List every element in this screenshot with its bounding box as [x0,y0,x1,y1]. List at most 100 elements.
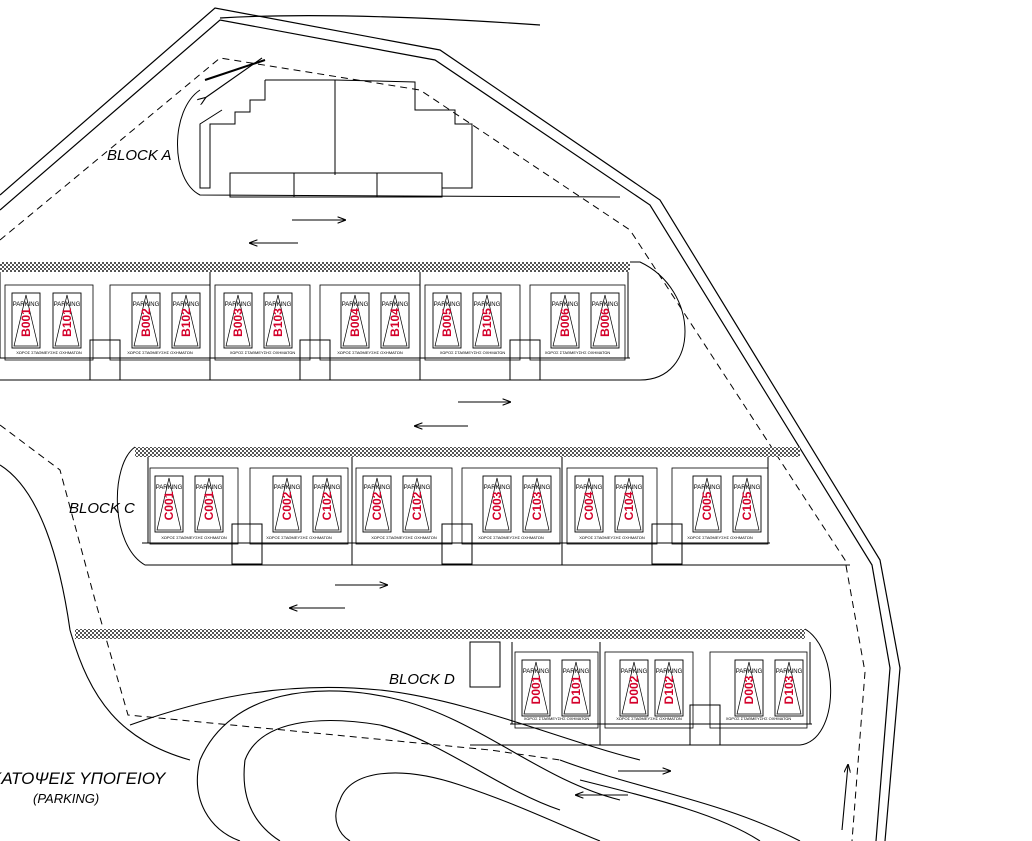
block-c-label: BLOCK C [69,500,135,517]
parking-word: PARKING [196,485,223,491]
parking-word: PARKING [552,302,579,308]
traffic-arrows [205,57,848,831]
block-a-building [177,59,621,198]
parking-word: PARKING [616,485,643,491]
parking-word: PARKING [434,302,461,308]
parking-word: PARKING [133,302,160,308]
block-d-structure [75,628,832,746]
parking-spot-label: C004 [582,491,596,520]
store-label: ΧΩΡΟΣ ΣΤΑΘΜΕΥΣΗΣ ΟΧΗΜΑΤΩΝ [161,535,227,540]
unit-outline [424,284,521,361]
driveway-dashed-line [0,57,866,841]
parking-word: PARKING [734,485,761,491]
parking-word: PARKING [364,485,391,491]
parking-spot-label: B101 [60,308,74,337]
store-label: ΧΩΡΟΣ ΣΤΑΘΜΕΥΣΗΣ ΟΧΗΜΑΤΩΝ [687,535,753,540]
parking-spot-label: C102 [320,491,334,520]
unit-outline [671,467,769,545]
block-d-label: BLOCK D [389,671,455,688]
plan-subtitle: (PARKING) [33,791,99,806]
store-label: ΧΩΡΟΣ ΣΤΑΘΜΕΥΣΗΣ ΟΧΗΜΑΤΩΝ [545,350,611,355]
store-label: ΧΩΡΟΣ ΣΤΑΘΜΕΥΣΗΣ ΟΧΗΜΑΤΩΝ [127,350,193,355]
parking-word: PARKING [225,302,252,308]
unit-outline [514,651,599,729]
unit-outline [249,467,349,545]
unit-outline [461,467,561,545]
block-b-parking-row: PARKINGB001PARKINGB101PARKINGB002PARKING… [4,284,626,361]
parking-spot-label: B001 [19,308,33,337]
parking-spot-label: D103 [782,675,796,704]
store-label: ΧΩΡΟΣ ΣΤΑΘΜΕΥΣΗΣ ΟΧΗΜΑΤΩΝ [337,350,403,355]
parking-word: PARKING [342,302,369,308]
parking-spot-label: B104 [388,308,402,337]
block-b-structure [0,261,686,381]
parking-spot-label: B006 [598,308,612,337]
parking-spot-label: D101 [569,675,583,704]
parking-spot-label: C104 [622,491,636,520]
store-label: ΧΩΡΟΣ ΣΤΑΘΜΕΥΣΗΣ ΟΧΗΜΑΤΩΝ [266,535,332,540]
parking-word: PARKING [156,485,183,491]
parking-word: PARKING [694,485,721,491]
parking-spot-label: B005 [440,308,454,337]
parking-word: PARKING [776,669,803,675]
store-label: ΧΩΡΟΣ ΣΤΑΘΜΕΥΣΗΣ ΟΧΗΜΑΤΩΝ [440,350,506,355]
store-label: ΧΩΡΟΣ ΣΤΑΘΜΕΥΣΗΣ ΟΧΗΜΑΤΩΝ [371,535,437,540]
parking-word: PARKING [592,302,619,308]
parking-word: PARKING [265,302,292,308]
unit-outline [319,284,421,361]
parking-spot-label: B103 [271,308,285,337]
parking-spot-label: B006 [558,308,572,337]
parking-spot-label: B102 [179,308,193,337]
parking-spot-label: B002 [139,308,153,337]
store-label: ΧΩΡΟΣ ΣΤΑΘΜΕΥΣΗΣ ΟΧΗΜΑΤΩΝ [524,716,590,721]
store-label: ΧΩΡΟΣ ΣΤΑΘΜΕΥΣΗΣ ΟΧΗΜΑΤΩΝ [478,535,544,540]
parking-word: PARKING [382,302,409,308]
parking-word: PARKING [484,485,511,491]
parking-spot-label: D003 [742,675,756,704]
parking-word: PARKING [474,302,501,308]
plan-title: ΚΑΤΟΨΕΙΣ ΥΠΟΓΕΙΟΥ [0,769,167,788]
unit-outline [214,284,311,361]
parking-word: PARKING [54,302,81,308]
parking-word: PARKING [274,485,301,491]
unit-outline [355,467,453,545]
unit-outline [566,467,658,545]
parking-word: PARKING [523,669,550,675]
unit-outline [604,651,694,729]
unit-outline [4,284,94,361]
parking-spot-label: C105 [740,491,754,520]
parking-spot-label: D001 [529,675,543,704]
store-label: ΧΩΡΟΣ ΣΤΑΘΜΕΥΣΗΣ ΟΧΗΜΑΤΩΝ [726,716,792,721]
unit-outline [529,284,626,361]
parking-spot-label: C001 [162,491,176,520]
store-label: ΧΩΡΟΣ ΣΤΑΘΜΕΥΣΗΣ ΟΧΗΜΑΤΩΝ [16,350,82,355]
store-label: ΧΩΡΟΣ ΣΤΑΘΜΕΥΣΗΣ ΟΧΗΜΑΤΩΝ [579,535,645,540]
block-d-parking-row: PARKINGD001PARKINGD101PARKINGD002PARKING… [514,651,808,729]
parking-word: PARKING [13,302,40,308]
parking-word: PARKING [314,485,341,491]
parking-spot-label: C003 [490,491,504,520]
unit-outline [149,467,239,545]
